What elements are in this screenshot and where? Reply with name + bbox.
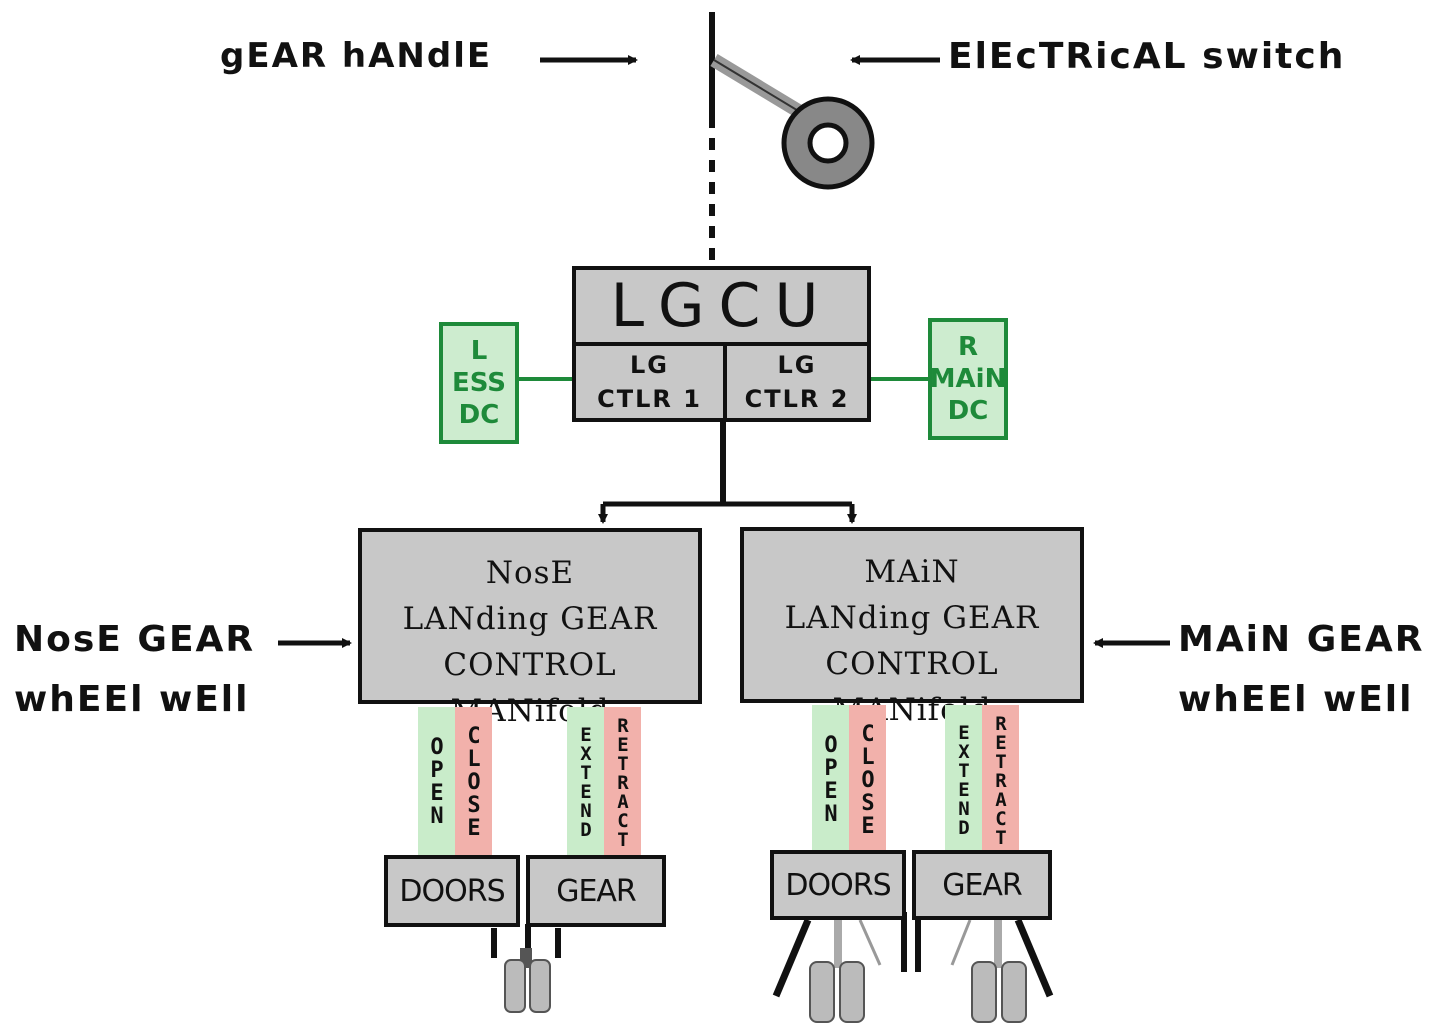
main-gear-left-wheels-icon [772, 912, 907, 1023]
r-main-dc-line3: DC [947, 396, 989, 426]
main-doors-actuator[interactable]: DOORS [770, 850, 906, 920]
nose-gear-wheel-well-label: NosE GEAR whEEl wEll [14, 619, 256, 720]
main-manifold-line2: LANding GEAR [784, 600, 1040, 636]
l-ess-dc-line1: L [470, 336, 488, 366]
nose-extend-label: EXTEND [575, 724, 597, 838]
nose-manifold-line3: CONTROL MANifold [443, 647, 617, 729]
nose-extend-line[interactable]: EXTEND [567, 707, 604, 855]
nose-retract-line[interactable]: RETRACT [604, 707, 641, 855]
l-ess-dc-line2: ESS [451, 368, 507, 398]
main-open-line[interactable]: OPEN [812, 705, 849, 853]
r-main-dc-line2: MAiN [929, 364, 1007, 394]
lgcu-title: LGCU [610, 271, 833, 341]
nose-doors-actuator[interactable]: DOORS [384, 855, 520, 927]
main-close-line[interactable]: CLOSE [849, 705, 886, 853]
main-gear-label: GEAR [942, 867, 1023, 903]
lg-ctlr-2-line1: LG [777, 351, 817, 379]
nose-open-line[interactable]: OPEN [418, 707, 455, 855]
gear-handle-label: gEAR hANdlE [220, 36, 493, 76]
main-gear-right-wheels-icon [915, 912, 1054, 1023]
lg-ctlr-1-line2: CTLR 1 [597, 385, 702, 413]
r-main-dc-bus[interactable]: R MAiN DC [928, 318, 1008, 440]
main-gear-actuator[interactable]: GEAR [912, 850, 1052, 920]
nose-close-label: CLOSE [461, 723, 487, 839]
r-main-dc-line1: R [957, 332, 979, 362]
main-retract-label: RETRACT [990, 712, 1012, 846]
main-doors-label: DOORS [785, 867, 891, 903]
nose-close-line[interactable]: CLOSE [455, 707, 492, 855]
nose-retract-label: RETRACT [612, 714, 634, 848]
lg-ctlr-2-line2: CTLR 2 [744, 385, 850, 413]
nose-manifold-line2: LANding GEAR [402, 601, 658, 637]
electrical-switch-label: ElEcTRicAL switch [948, 36, 1346, 77]
main-open-label: OPEN [818, 733, 844, 825]
main-close-label: CLOSE [855, 721, 881, 837]
nose-gear-actuator[interactable]: GEAR [526, 855, 666, 927]
main-extend-line[interactable]: EXTEND [945, 705, 982, 853]
main-manifold-line1: MAiN [864, 554, 960, 590]
main-extend-label: EXTEND [953, 722, 975, 836]
l-ess-dc-bus[interactable]: L ESS DC [439, 322, 519, 444]
main-landing-gear-control-manifold[interactable]: MAiN LANding GEAR CONTROL MANifold [740, 527, 1084, 728]
nose-manifold-line1: NosE [485, 555, 575, 591]
lgcu-box[interactable]: LGCU LG CTLR 1 LG CTLR 2 [572, 266, 871, 422]
nose-open-label: OPEN [424, 735, 450, 827]
lg-ctlr-1[interactable]: LG CTLR 1 [576, 346, 723, 418]
main-retract-line[interactable]: RETRACT [982, 705, 1019, 853]
lg-ctlr-2[interactable]: LG CTLR 2 [727, 346, 867, 418]
nose-gear-wheels-icon [491, 924, 561, 1013]
nose-gear-label: GEAR [556, 873, 637, 909]
main-gear-wheel-well-label: MAiN GEAR whEEl wEll [1178, 619, 1425, 720]
nose-landing-gear-control-manifold[interactable]: NosE LANding GEAR CONTROL MANifold [358, 528, 702, 729]
main-manifold-line3: CONTROL MANifold [825, 646, 999, 728]
lg-ctlr-1-line1: LG [630, 351, 669, 379]
l-ess-dc-line3: DC [458, 400, 500, 430]
nose-doors-label: DOORS [399, 873, 505, 909]
